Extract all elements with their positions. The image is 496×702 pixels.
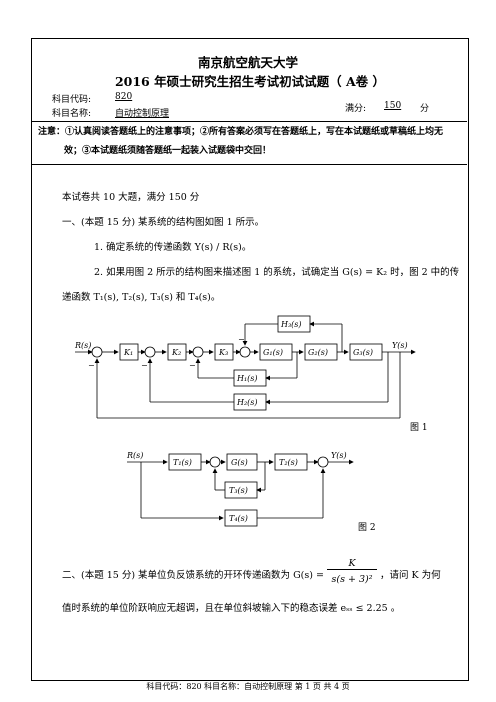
exam-title: 2016 年硕士研究生招生考试初试试题（ A卷 ） bbox=[114, 74, 386, 89]
q2-line-1a: 二、(本题 15 分) 某单位负反馈系统的开环传递函数为 G(s) = bbox=[62, 570, 324, 581]
notice-box bbox=[31, 121, 467, 165]
notice-line-2: 效；③本试题纸须随答题纸一起装入试题袋中交回！ bbox=[64, 146, 272, 156]
fig2-input-label: R(s) bbox=[126, 451, 143, 460]
fig1-input-label: R(s) bbox=[74, 341, 91, 350]
fig1-g3-label: G₃(s) bbox=[353, 348, 373, 357]
fig1-k1-label: K₁ bbox=[123, 348, 133, 357]
fig2-t1-label: T₁(s) bbox=[173, 458, 192, 467]
figure-2-caption: 图 2 bbox=[358, 523, 376, 533]
fig1-k3-label: K₃ bbox=[218, 348, 228, 357]
full-score-label: 满分: bbox=[345, 104, 367, 114]
exam-intro: 本试卷共 10 大题，满分 150 分 bbox=[62, 192, 200, 203]
university-name: 南京航空航天大学 bbox=[197, 55, 298, 70]
full-score-unit: 分 bbox=[420, 104, 430, 114]
svg-text:−: − bbox=[141, 361, 148, 370]
figure-2-block-diagram: R(s) Y(s) T₁(s) G(s) T₂(s) T₃(s) T₄(s) bbox=[126, 451, 354, 527]
fig1-k2-label: K₂ bbox=[171, 348, 181, 357]
fig2-t4-label: T₄(s) bbox=[229, 514, 248, 523]
figure-1-block-diagram: R(s) Y(s) K₁ K₂ K₃ G₁(s) G₂(s) G₃(s) H₃(… bbox=[74, 315, 416, 419]
fig1-h2-label: H₂(s) bbox=[236, 398, 258, 407]
q2-fraction-numerator: K bbox=[327, 558, 377, 570]
fig2-g-label: G(s) bbox=[231, 458, 248, 467]
q1-item-1: 1. 确定系统的传递函数 Y(s) / R(s)。 bbox=[94, 242, 252, 253]
fig1-h1-label: H₁(s) bbox=[236, 374, 258, 383]
notice-line-1: 注意：①认真阅读答题纸上的注意事项；②所有答案必须写在答题纸上，写在本试题纸或草… bbox=[38, 127, 444, 137]
fig1-g1-label: G₁(s) bbox=[263, 348, 283, 357]
fig1-g2-label: G₂(s) bbox=[308, 348, 328, 357]
q2-fraction-denominator: s(s + 3)² bbox=[331, 574, 373, 585]
fig1-h3-label: H₃(s) bbox=[280, 320, 302, 329]
subject-name-label: 科目名称: bbox=[52, 109, 92, 119]
subject-code: 820 bbox=[115, 92, 133, 102]
fig2-t2-label: T₂(s) bbox=[279, 458, 298, 467]
svg-text:−: − bbox=[238, 335, 245, 344]
q1-title: 一、(本题 15 分) 某系统的结构图如图 1 所示。 bbox=[62, 217, 265, 228]
full-score: 150 bbox=[384, 101, 402, 111]
subject-code-label: 科目代码: bbox=[52, 95, 92, 105]
q1-item-2a: 2. 如果用图 2 所示的结构图来描述图 1 的系统，试确定当 G(s) = K… bbox=[94, 267, 460, 278]
q2-line-2: 值时系统的单位阶跃响应无超调，且在单位斜坡输入下的稳态误差 eₛₛ ≤ 2.25… bbox=[62, 603, 401, 614]
fig1-output-label: Y(s) bbox=[392, 341, 408, 350]
subject-name: 自动控制原理 bbox=[115, 109, 170, 119]
fig2-t3-label: T₃(s) bbox=[229, 486, 248, 495]
q2-line-1b: ，请问 K 为何 bbox=[380, 570, 441, 581]
svg-text:−: − bbox=[88, 361, 95, 370]
page-border bbox=[31, 38, 469, 681]
fig2-output-label: Y(s) bbox=[331, 451, 347, 460]
q1-item-2b: 递函数 T₁(s), T₂(s), T₃(s) 和 T₄(s)。 bbox=[62, 292, 221, 303]
svg-text:−: − bbox=[189, 361, 196, 370]
figure-1-caption: 图 1 bbox=[410, 423, 428, 433]
page-footer: 科目代码：820 科目名称：自动控制原理 第 1 页 共 4 页 bbox=[146, 682, 350, 691]
